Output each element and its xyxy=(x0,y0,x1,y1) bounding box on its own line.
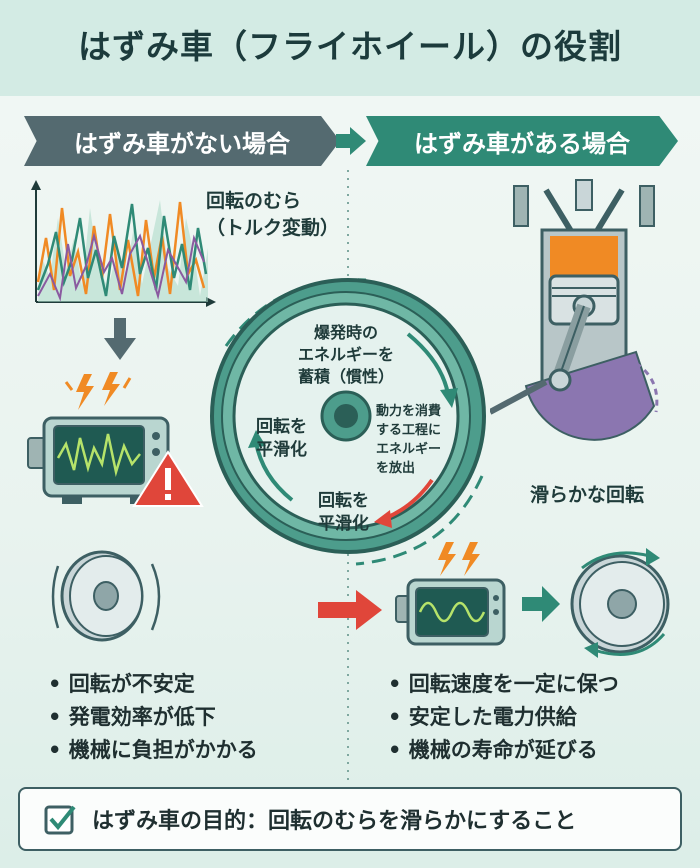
smooth-bottom-line2: 平滑化 xyxy=(318,514,369,534)
left-bullet-list: 回転が不安定 発電効率が低下 機械に負担がかかる xyxy=(48,668,258,767)
arrow-right-red-icon xyxy=(318,590,382,630)
smooth-left-line2: 平滑化 xyxy=(256,440,307,460)
oscilloscope-icon xyxy=(27,372,204,507)
arrow-down-icon xyxy=(104,318,136,360)
checkbox-icon xyxy=(44,805,76,835)
purpose-text: はずみ車の目的：回転のむらを滑らかにすること xyxy=(92,809,577,834)
release-text-line4: を放出 xyxy=(376,461,416,476)
flywheel-icon xyxy=(210,278,486,566)
list-item: 発電効率が低下 xyxy=(48,701,258,734)
piston-icon xyxy=(513,179,659,441)
release-text-line2: する工程に xyxy=(376,423,442,438)
right-bullet-list: 回転速度を一定に保つ 安定した電力供給 機械の寿命が延びる xyxy=(388,668,619,767)
title-bar xyxy=(0,0,700,96)
page-title: はずみ車（フライホイール）の役割 xyxy=(78,27,622,66)
release-text-line1: 動力を消費 xyxy=(376,404,442,419)
store-text-line3: 蓄積（慣性） xyxy=(297,367,394,386)
smooth-bottom-line1: 回転を xyxy=(318,491,369,511)
ribbon-without-flywheel: はずみ車がない場合 xyxy=(24,116,340,166)
chart-label-line1: 回転のむら xyxy=(206,190,302,212)
list-item: 回転速度を一定に保つ xyxy=(388,668,619,701)
list-item: 機械に負担がかかる xyxy=(48,734,258,767)
release-text-line3: エネルギー xyxy=(376,442,442,457)
engine-label: 滑らかな回転 xyxy=(530,484,645,506)
disc-icon xyxy=(51,550,161,642)
lightning-icon xyxy=(64,372,132,410)
purpose-box: はずみ車の目的：回転のむらを滑らかにすること xyxy=(18,787,682,851)
crank-link xyxy=(490,379,548,415)
lightning-icon xyxy=(438,542,480,576)
list-item: 機械の寿命が延びる xyxy=(388,734,619,767)
arrow-right-icon xyxy=(336,127,366,155)
store-text-line2: エネルギーを xyxy=(297,345,394,364)
warning-icon xyxy=(132,450,204,507)
ribbon-with-flywheel: はずみ車がある場合 xyxy=(366,116,678,166)
chart-label-line2: （トルク変動） xyxy=(206,217,340,239)
disc-icon xyxy=(570,548,670,658)
oscilloscope-icon xyxy=(395,542,506,646)
torque-fluctuation-chart xyxy=(31,180,216,307)
list-item: 回転が不安定 xyxy=(48,668,258,701)
smooth-left-line1: 回転を xyxy=(256,417,307,437)
store-text-line1: 爆発時の xyxy=(313,323,378,342)
list-item: 安定した電力供給 xyxy=(388,701,619,734)
arrow-right-icon xyxy=(522,586,560,622)
